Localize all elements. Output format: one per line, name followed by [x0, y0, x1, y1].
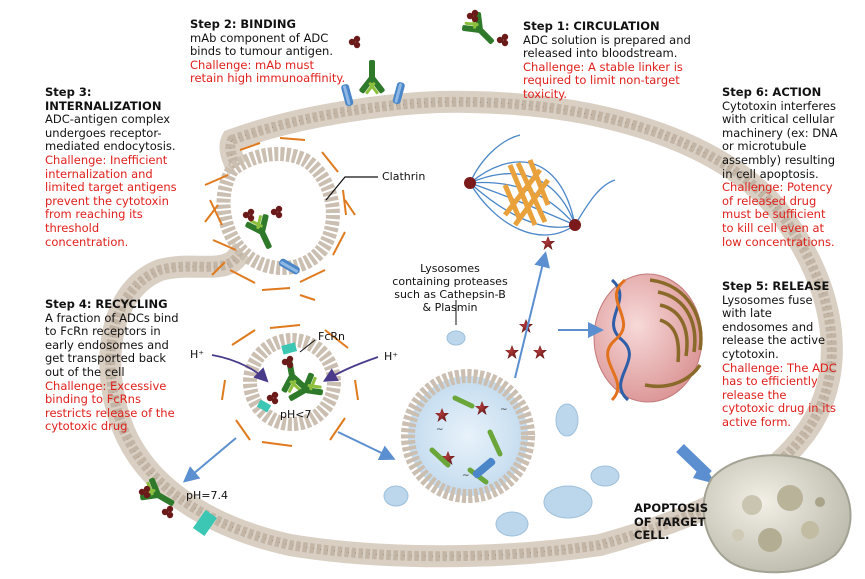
fcrn-leader-line	[299, 339, 316, 353]
apoptotic-cell	[702, 454, 852, 574]
step-challenge: Challenge: Excessive binding to FcRns re…	[45, 378, 175, 434]
proton-arrow-right	[322, 356, 379, 382]
step-title: Step 3: INTERNALIZATION	[45, 85, 162, 113]
step-challenge: Challenge: Potency of released drug must…	[722, 180, 835, 249]
svg-text:~: ~	[500, 405, 508, 415]
step-description: ADC-antigen complex undergoes receptor-m…	[45, 112, 176, 154]
lysosome-label: Lysosomes containing proteases such as C…	[392, 262, 508, 314]
proton-label-left: H⁺	[190, 348, 205, 361]
late-endosome: ~ ~ ~	[401, 369, 535, 503]
step-challenge: Challenge: Inefficient internalization a…	[45, 152, 177, 249]
clathrin-label: Clathrin	[382, 170, 426, 183]
mitotic-spindle	[464, 134, 616, 250]
step-2-binding: Step 2: BINDING mAb component of ADC bin…	[190, 17, 350, 86]
step-description: Lysosomes fuse with late endosomes and r…	[722, 292, 826, 361]
step-title: Step 5: RELEASE	[722, 279, 830, 293]
arrow-to-spindle	[514, 251, 550, 379]
proton-arrow-left	[211, 354, 269, 383]
endoplasmic-reticulum	[644, 278, 703, 388]
clathrin-leader-line	[325, 176, 378, 201]
circulating-adc	[458, 8, 509, 53]
step-3-internalization: Step 3: INTERNALIZATION ADC-antigen comp…	[45, 85, 185, 249]
arrow-endosome-to-lysosome	[337, 431, 396, 461]
step-1-circulation: Step 1: CIRCULATION ADC solution is prep…	[523, 19, 698, 102]
endocytic-vesicle	[204, 137, 356, 301]
outside-ph-label: pH=7.4	[186, 489, 228, 502]
dna-helix	[606, 278, 631, 402]
fcrn-label: FcRn	[318, 330, 345, 343]
step-title: Step 6: ACTION	[722, 85, 822, 99]
step-title: Step 2: BINDING	[190, 17, 296, 31]
step-4-recycling: Step 4: RECYCLING A fraction of ADCs bin…	[45, 297, 185, 434]
clathrin-lattice	[204, 137, 356, 301]
nucleus	[593, 273, 703, 403]
released-cytotoxin	[505, 319, 547, 359]
step-description: Cytotoxin interferes with critical cellu…	[722, 98, 838, 181]
apoptosis-label: APOPTOSIS OF TARGET CELL.	[634, 501, 708, 542]
step-challenge: Challenge: The ADC has to efficiently re…	[722, 360, 837, 429]
step-description: ADC solution is prepared and released in…	[523, 32, 691, 61]
recycled-adc	[136, 475, 218, 537]
chromosomes	[502, 159, 551, 227]
arrow-to-apoptosis-head	[693, 462, 716, 484]
step-5-release: Step 5: RELEASE Lysosomes fuse with late…	[722, 279, 840, 430]
step-title: Step 4: RECYCLING	[45, 297, 168, 311]
svg-text:~: ~	[436, 425, 444, 435]
early-endosome: pH<7	[221, 324, 359, 447]
step-challenge: Challenge: A stable linker is required t…	[523, 59, 683, 101]
step-title: Step 1: CIRCULATION	[523, 19, 660, 33]
svg-text:~: ~	[462, 471, 470, 481]
step-description: mAb component of ADC binds to tumour ant…	[190, 30, 333, 59]
endosome-ph-label: pH<7	[280, 408, 311, 421]
small-lysosomes	[383, 330, 620, 537]
endosome-clathrin	[221, 324, 359, 447]
step-challenge: Challenge: mAb must retain high immunoaf…	[190, 57, 346, 86]
cell-membrane	[99, 90, 843, 568]
proton-label-right: H⁺	[384, 350, 399, 363]
step-6-action: Step 6: ACTION Cytotoxin interferes with…	[722, 85, 840, 249]
arrow-recycling-out	[182, 437, 237, 483]
surface-binding	[340, 35, 406, 107]
step-description: A fraction of ADCs bind to FcRn receptor…	[45, 310, 179, 379]
process-arrows	[182, 251, 604, 483]
